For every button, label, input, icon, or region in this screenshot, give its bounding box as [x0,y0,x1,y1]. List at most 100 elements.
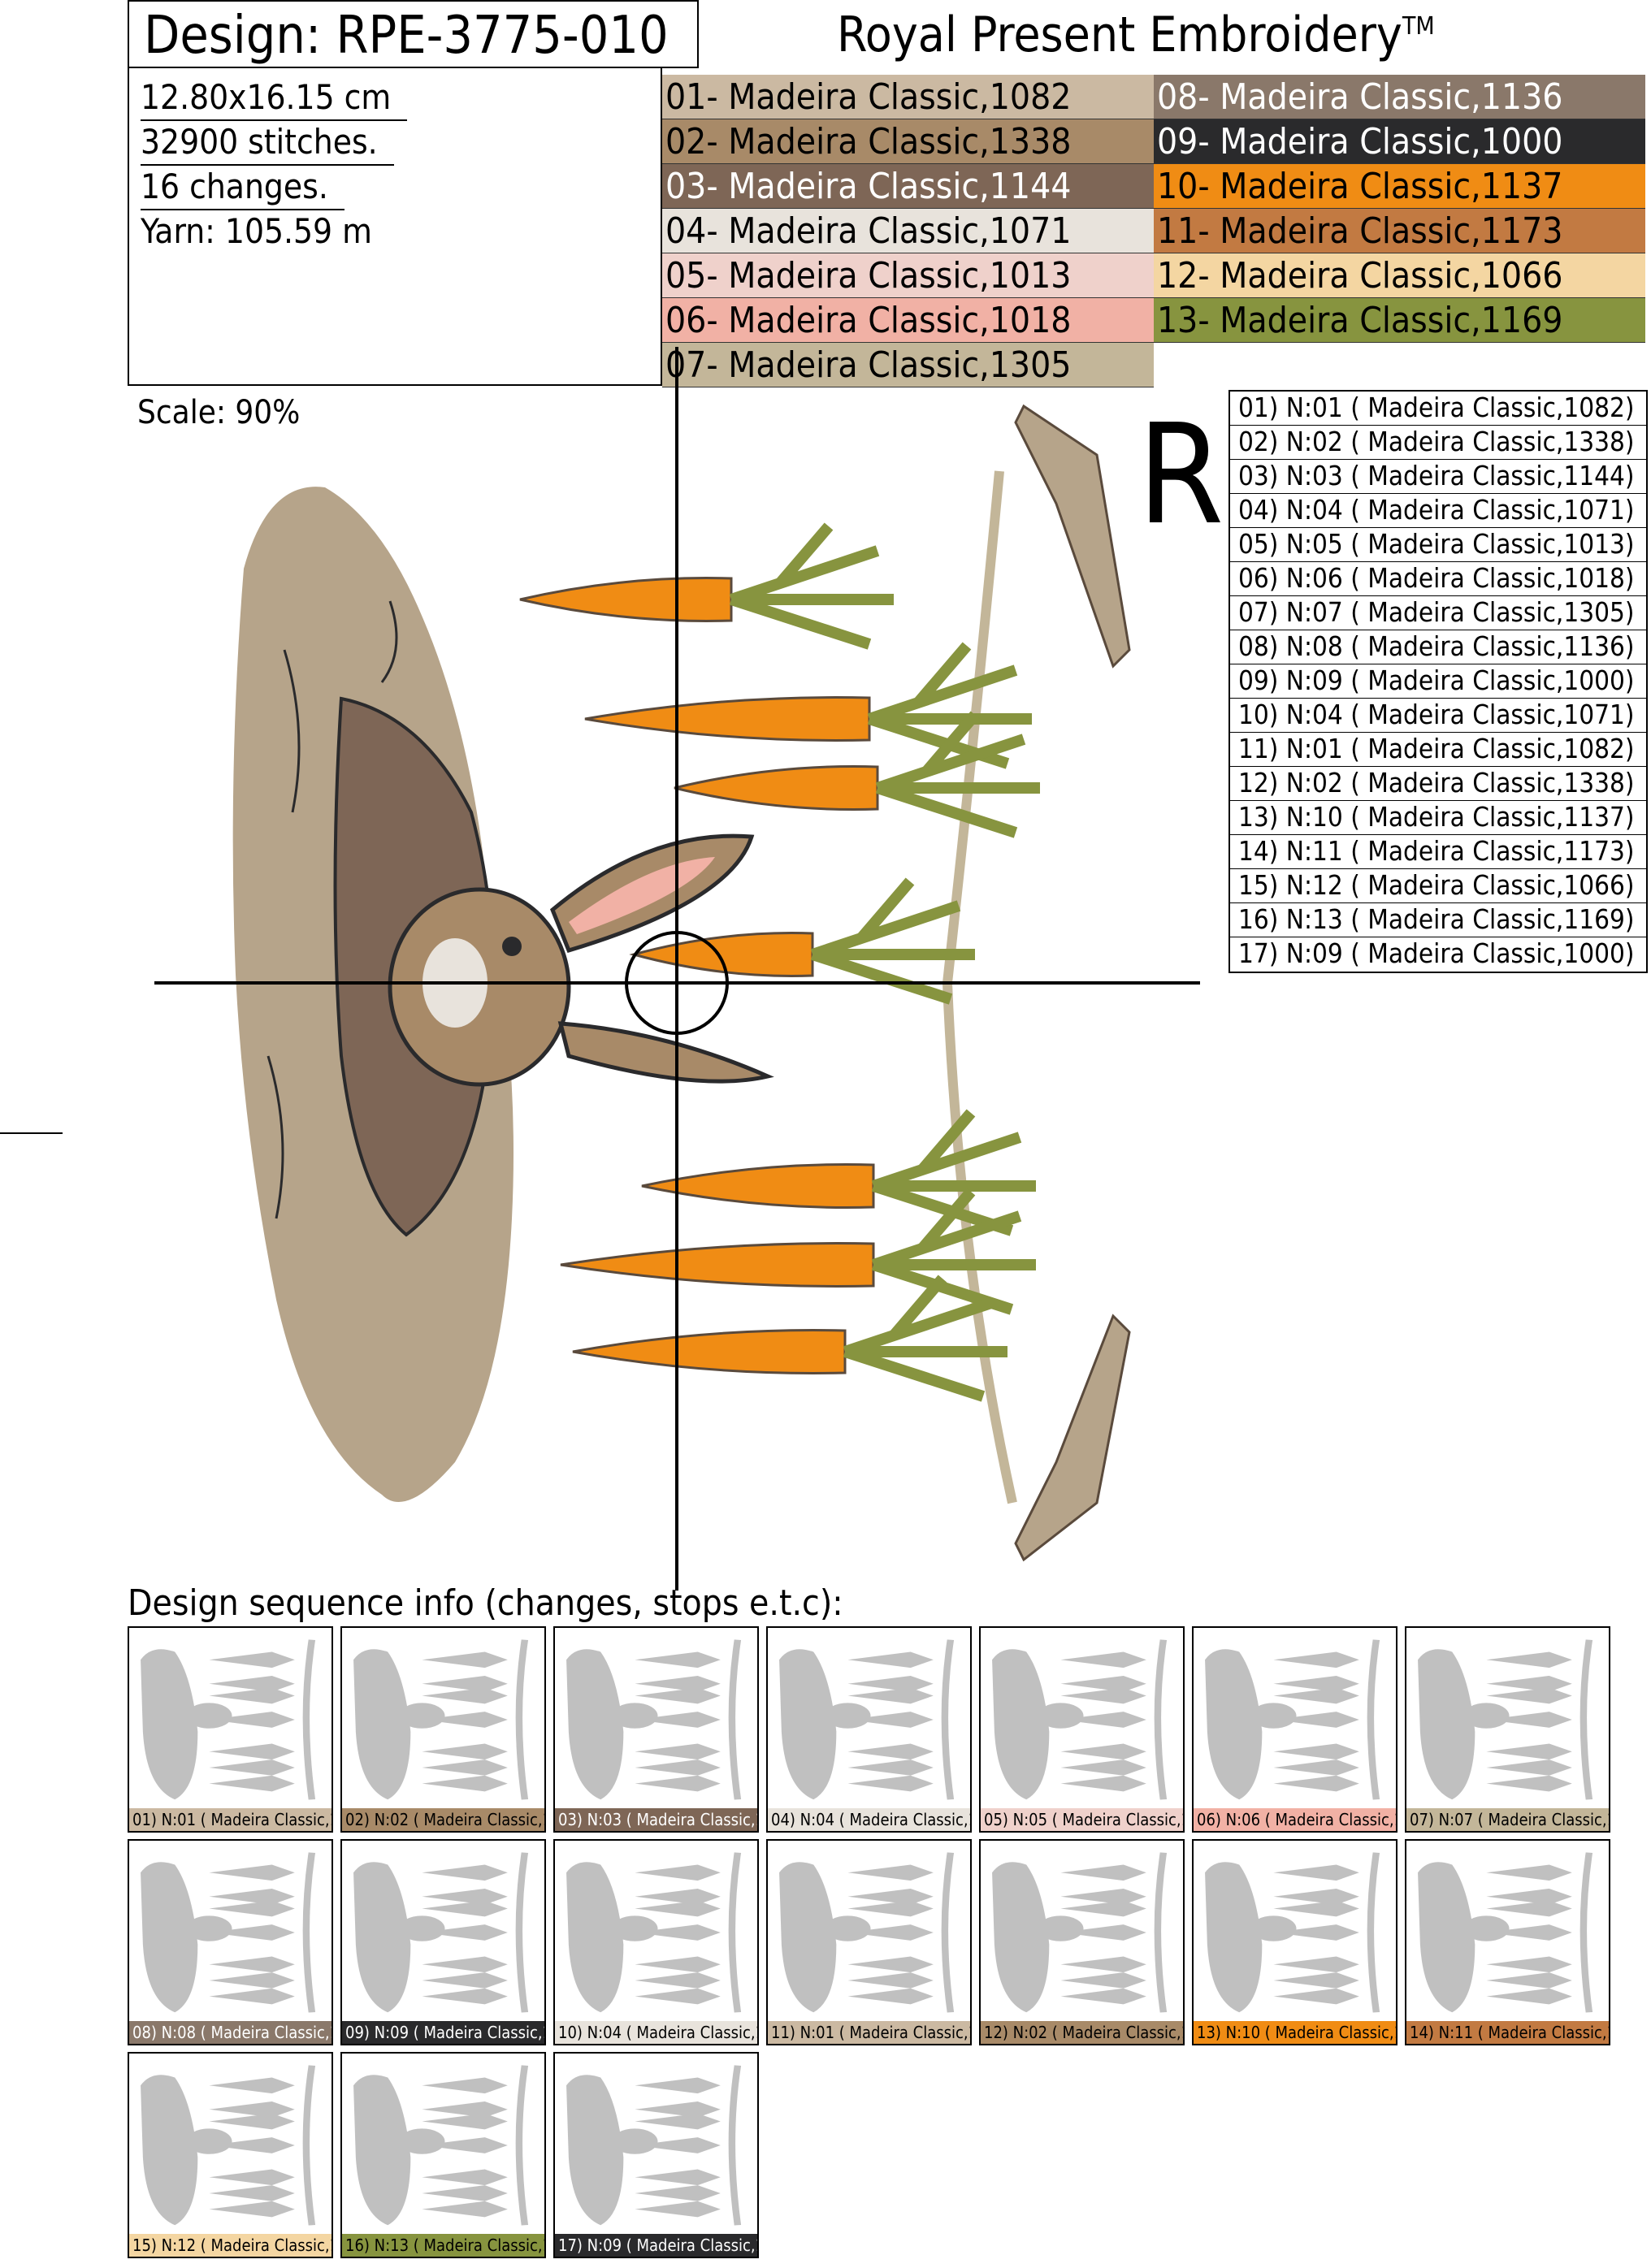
thumbnail-preview [1418,1852,1593,2013]
thumbnail-preview [353,2065,529,2226]
thumbnail-label: 15) N:12 ( Madeira Classic,1066) [129,2234,332,2257]
thumbnail-preview [566,1639,742,1800]
sequence-row: 06) N:06 ( Madeira Classic,1018) [1230,562,1646,596]
sequence-row: 05) N:05 ( Madeira Classic,1013) [1230,528,1646,562]
sequence-thumbnail: 11) N:01 ( Madeira Classic,1082) [766,1839,972,2045]
thumbnail-preview [141,1852,316,2013]
sequence-row: 16) N:13 ( Madeira Classic,1169) [1230,903,1646,937]
sequence-thumbnail: 09) N:09 ( Madeira Classic,1000) [340,1839,546,2045]
thumbnail-preview [1418,1639,1593,1800]
sequence-row: 04) N:04 ( Madeira Classic,1071) [1230,494,1646,528]
thumbnail-preview [141,2065,316,2226]
sequence-thumbnail: 03) N:03 ( Madeira Classic,1144) [553,1626,759,1833]
thumbnail-preview [992,1852,1168,2013]
thumbnail-label: 10) N:04 ( Madeira Classic,1071) [555,2021,757,2044]
sequence-row: 15) N:12 ( Madeira Classic,1066) [1230,869,1646,903]
thumbnail-preview [779,1639,955,1800]
sequence-thumbnail: 05) N:05 ( Madeira Classic,1013) [979,1626,1185,1833]
scale-label: Scale: 90% [137,394,301,431]
thumbnail-label: 06) N:06 ( Madeira Classic,1018) [1194,1808,1396,1831]
thumbnail-label: 14) N:11 ( Madeira Classic,1173) [1406,2021,1609,2044]
carrot [519,577,733,622]
sequence-thumbnail: 17) N:09 ( Madeira Classic,1000) [553,2052,759,2258]
thumbnail-preview [566,1852,742,2013]
design-info-box: 12.80x16.15 cm 32900 stitches. 16 change… [128,68,662,386]
trademark-mark: TM [1402,12,1435,41]
sequence-thumbnail: 06) N:06 ( Madeira Classic,1018) [1192,1626,1398,1833]
color-swatch-7: 07- Madeira Classic,1305 [662,343,1154,387]
thumbnail-label: 09) N:09 ( Madeira Classic,1000) [342,2021,544,2044]
sequence-thumbnail: 08) N:08 ( Madeira Classic,1136) [128,1839,333,2045]
thumbnail-label: 17) N:09 ( Madeira Classic,1000) [555,2234,757,2257]
sequence-row: 17) N:09 ( Madeira Classic,1000) [1238,937,1635,969]
color-swatch-3: 03- Madeira Classic,1144 [662,164,1154,209]
thumbnail-label: 16) N:13 ( Madeira Classic,1169) [342,2234,544,2257]
sequence-row: 08) N:08 ( Madeira Classic,1136) [1230,630,1646,664]
crosshair [0,347,1200,1591]
thumbnail-label: 04) N:04 ( Madeira Classic,1071) [768,1808,970,1831]
thumbnail-preview [353,1639,529,1800]
sequence-thumbnail: 13) N:10 ( Madeira Classic,1137) [1192,1839,1398,2045]
carrot-greens [871,1109,1036,1236]
sequence-list: 01) N:01 ( Madeira Classic,1082)02) N:02… [1228,390,1648,973]
design-size: 12.80x16.15 cm [141,76,408,121]
color-swatch-12: 12- Madeira Classic,1066 [1154,253,1645,298]
thumbnail-label: 01) N:01 ( Madeira Classic,1082) [129,1808,332,1831]
sequence-row: 07) N:07 ( Madeira Classic,1305) [1230,596,1646,630]
sequence-row: 10) N:04 ( Madeira Classic,1071) [1230,699,1646,733]
design-title: Design: RPE-3775-010 [128,0,699,68]
color-swatch-1: 01- Madeira Classic,1082 [662,75,1154,119]
sequence-row: 14) N:11 ( Madeira Classic,1173) [1230,835,1646,869]
color-swatch-8: 08- Madeira Classic,1136 [1154,75,1645,119]
color-swatch-9: 09- Madeira Classic,1000 [1154,119,1645,164]
sequence-row: 09) N:09 ( Madeira Classic,1000) [1230,664,1646,699]
carrot-greens [810,877,975,1005]
thumbnail-label: 08) N:08 ( Madeira Classic,1136) [129,2021,332,2044]
carrot [629,932,814,977]
thumbnail-label: 05) N:05 ( Madeira Classic,1013) [981,1808,1183,1831]
brand-name: Royal Present Embroidery [837,6,1402,63]
carrot-greens [843,1275,1008,1402]
brand-title: Royal Present EmbroideryTM [837,6,1435,63]
carrot [674,765,879,811]
sticks [1014,404,1131,1562]
orientation-mark: R [1138,395,1224,556]
yarn-length: Yarn: 105.59 m [141,211,372,251]
sequence-row: 03) N:03 ( Madeira Classic,1144) [1230,460,1646,494]
carrot-greens [871,1188,1036,1315]
thumbnail-preview [141,1639,316,1800]
carrot [572,1329,847,1374]
sequence-thumbnail: 01) N:01 ( Madeira Classic,1082) [128,1626,333,1833]
thumbnail-label: 07) N:07 ( Madeira Classic,1305) [1406,1808,1609,1831]
color-swatch-2: 02- Madeira Classic,1338 [662,119,1154,164]
thumbnail-label: 11) N:01 ( Madeira Classic,1082) [768,2021,970,2044]
carrot-greens [875,711,1040,838]
embroidery-preview [0,347,1200,1591]
sequence-title: Design sequence info (changes, stops e.t… [128,1582,843,1624]
color-swatch-13: 13- Madeira Classic,1169 [1154,298,1645,343]
color-swatch-6: 06- Madeira Classic,1018 [662,298,1154,343]
thumbnail-preview [1205,1639,1380,1800]
thumbnail-label: 12) N:02 ( Madeira Classic,1338) [981,2021,1183,2044]
sequence-row: 13) N:10 ( Madeira Classic,1137) [1230,801,1646,835]
sequence-thumbnail: 07) N:07 ( Madeira Classic,1305) [1405,1626,1610,1833]
carrot-greens [867,642,1032,769]
sequence-row: 01) N:01 ( Madeira Classic,1082) [1230,392,1646,426]
carrot [560,1242,875,1288]
thumbnail-preview [992,1639,1168,1800]
color-swatch-11: 11- Madeira Classic,1173 [1154,209,1645,253]
color-swatch-10: 10- Madeira Classic,1137 [1154,164,1645,209]
carrots [519,522,1040,1402]
sequence-row: 12) N:02 ( Madeira Classic,1338) [1230,767,1646,801]
color-swatch-5: 05- Madeira Classic,1013 [662,253,1154,298]
sequence-thumbnail: 16) N:13 ( Madeira Classic,1169) [340,2052,546,2258]
sequence-thumbnail: 15) N:12 ( Madeira Classic,1066) [128,2052,333,2258]
thumbnail-preview [1205,1852,1380,2013]
sequence-thumbnail: 14) N:11 ( Madeira Classic,1173) [1405,1839,1610,2045]
sequence-row: 02) N:02 ( Madeira Classic,1338) [1230,426,1646,460]
thumbnail-label: 13) N:10 ( Madeira Classic,1137) [1194,2021,1396,2044]
sequence-row: 11) N:01 ( Madeira Classic,1082) [1230,733,1646,767]
sequence-thumbnail: 10) N:04 ( Madeira Classic,1071) [553,1839,759,2045]
thumbnail-preview [779,1852,955,2013]
carrot-greens [729,522,894,650]
